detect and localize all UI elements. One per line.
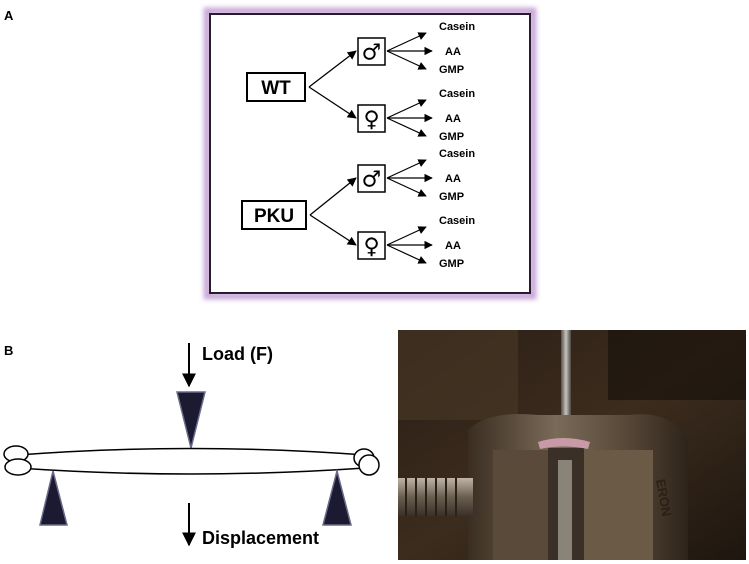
female-symbol-icon: ♀ bbox=[363, 235, 379, 260]
group-label: PKU bbox=[254, 206, 294, 227]
diet-arrow bbox=[386, 32, 427, 52]
sex-box bbox=[357, 37, 386, 66]
diet-label-gmp: GMP bbox=[439, 258, 464, 270]
male-symbol-icon: ♂ bbox=[362, 168, 382, 193]
loading-indenter bbox=[176, 391, 206, 449]
vise-brand-text: ERON bbox=[653, 478, 674, 518]
group-box bbox=[241, 200, 307, 230]
support-right bbox=[322, 468, 352, 526]
diet-arrow bbox=[386, 117, 427, 137]
group-label: WT bbox=[261, 78, 291, 99]
sex-box bbox=[357, 164, 386, 193]
branch-arrow bbox=[309, 177, 357, 216]
diet-label-gmp: GMP bbox=[439, 191, 464, 203]
diet-label-gmp: GMP bbox=[439, 64, 464, 76]
diet-arrow bbox=[386, 50, 427, 70]
diet-label-aa: AA bbox=[445, 173, 461, 185]
diet-arrow bbox=[386, 244, 427, 264]
load-label: Load (F) bbox=[202, 344, 273, 364]
diet-arrow bbox=[386, 99, 427, 119]
sex-box bbox=[357, 104, 386, 133]
study-design-tree: WT♂CaseinAAGMP♀CaseinAAGMPPKU♂CaseinAAGM… bbox=[241, 21, 475, 270]
displacement-label: Displacement bbox=[202, 528, 319, 548]
bone-shaft bbox=[17, 447, 366, 475]
testing-apparatus-photo: ERON bbox=[398, 330, 746, 560]
apparatus-illustration: ERON bbox=[398, 330, 746, 560]
branch-arrow bbox=[309, 214, 357, 246]
bending-schematic: Load (F) Displacement bbox=[3, 343, 380, 548]
diet-arrow bbox=[386, 159, 427, 179]
female-symbol-icon: ♀ bbox=[363, 108, 379, 133]
diet-label-casein: Casein bbox=[439, 88, 475, 100]
support-left bbox=[39, 470, 68, 526]
diet-label-aa: AA bbox=[445, 240, 461, 252]
diet-label-casein: Casein bbox=[439, 21, 475, 33]
sex-box bbox=[357, 231, 386, 260]
diet-label-aa: AA bbox=[445, 46, 461, 58]
diet-label-gmp: GMP bbox=[439, 131, 464, 143]
diet-arrow bbox=[386, 177, 427, 197]
branch-arrow bbox=[308, 50, 357, 88]
diet-label-aa: AA bbox=[445, 113, 461, 125]
male-symbol-icon: ♂ bbox=[362, 41, 382, 66]
diet-label-casein: Casein bbox=[439, 148, 475, 160]
diet-label-casein: Casein bbox=[439, 215, 475, 227]
branch-arrow bbox=[308, 86, 357, 119]
group-box bbox=[246, 72, 306, 102]
bone-end-right-front bbox=[358, 454, 380, 476]
panel-b-label: B bbox=[4, 343, 14, 358]
diet-arrow bbox=[386, 226, 427, 246]
panel-a-label: A bbox=[4, 8, 14, 23]
bone-end-left-bottom bbox=[4, 458, 32, 476]
